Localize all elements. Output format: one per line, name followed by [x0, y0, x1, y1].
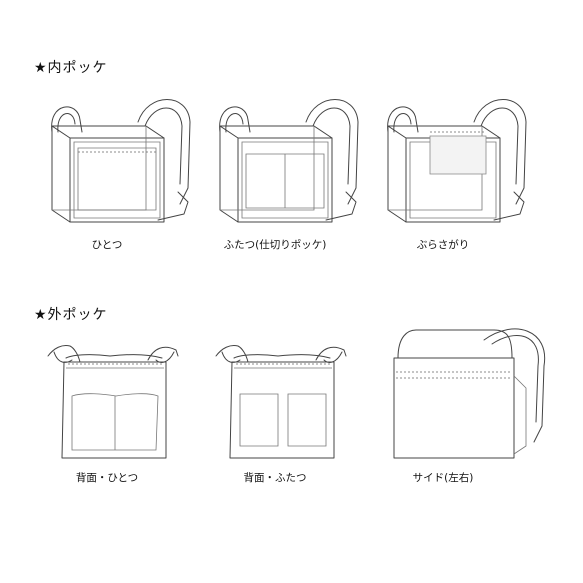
bag-outer-back-double — [215, 344, 347, 459]
section-title-inner-pocket: ★内ポッケ — [34, 60, 108, 76]
caption-outer-back-single: 背面・ひとつ — [75, 472, 139, 484]
bag-inner-double — [219, 99, 359, 223]
bag-outer-side — [393, 328, 546, 459]
caption-outer-side: サイド(左右) — [412, 472, 474, 484]
caption-outer-back-double: 背面・ふたつ — [243, 472, 307, 484]
caption-inner-double: ふたつ(仕切りポッケ) — [223, 239, 327, 251]
caption-inner-hanging: ぶらさがり — [416, 239, 470, 251]
bag-inner-single — [51, 99, 191, 223]
caption-inner-single: ひとつ — [91, 239, 123, 251]
bag-inner-hanging — [387, 99, 527, 223]
section-title-outer-pocket: ★外ポッケ — [34, 307, 108, 323]
bag-outer-back-single — [47, 344, 179, 459]
